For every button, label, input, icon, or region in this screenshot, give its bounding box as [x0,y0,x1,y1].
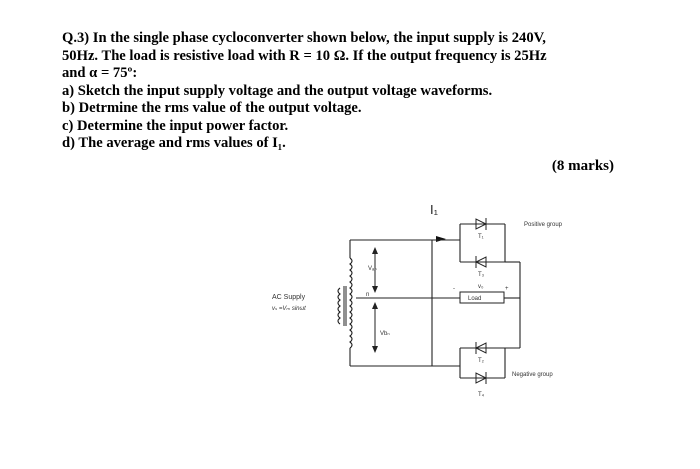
vbn-label: Vbₙ [380,331,390,337]
vbn-arrow [372,302,378,353]
t4-label: T₄ [478,392,485,398]
negative-group-label: Negative group [512,372,553,378]
question-line-1: Q.3) In the single phase cycloconverter … [62,30,546,46]
van-label: Vₐₙ [368,266,377,272]
thyristor-t2-icon [474,342,487,354]
van-arrow [372,247,378,293]
question-part-c: c) Determine the input power factor. [62,117,289,134]
vs-equation-label: vₛ =Vₘ sinωt [272,306,306,312]
t1-label: T₁ [478,234,484,240]
load-label: Load [468,296,481,302]
transformer-icon [337,257,353,349]
ac-supply-label: AC Supply [272,294,306,301]
thyristor-t3-icon [474,256,487,268]
vo-label: v₀ [478,284,484,290]
neutral-label: n [366,292,369,298]
marks-label: (8 marks) [551,158,614,174]
thyristor-t1-icon [475,218,488,230]
question-part-b: b) Detrmine the rms value of the output … [62,100,362,116]
question-line-3: and α = 75º: [62,65,138,81]
question-line-2: 50Hz. The load is resistive load with R … [62,47,547,64]
question-text: Q.3) In the single phase cycloconverter … [62,30,642,153]
question-part-a: a) Sketch the input supply voltage and t… [62,82,493,99]
positive-group-label: Positive group [524,222,563,228]
thyristor-t4-icon [475,372,488,384]
question-part-d: d) The average and rms values of I₁. [62,135,286,151]
t2-label: T₂ [478,358,485,364]
load-resistor-icon [459,291,505,304]
t3-label: T₃ [478,272,485,278]
current-label: I₁ [430,202,439,217]
vo-minus-label: - [453,286,455,292]
current-arrow-icon [436,236,446,242]
vo-plus-label: + [505,286,509,292]
